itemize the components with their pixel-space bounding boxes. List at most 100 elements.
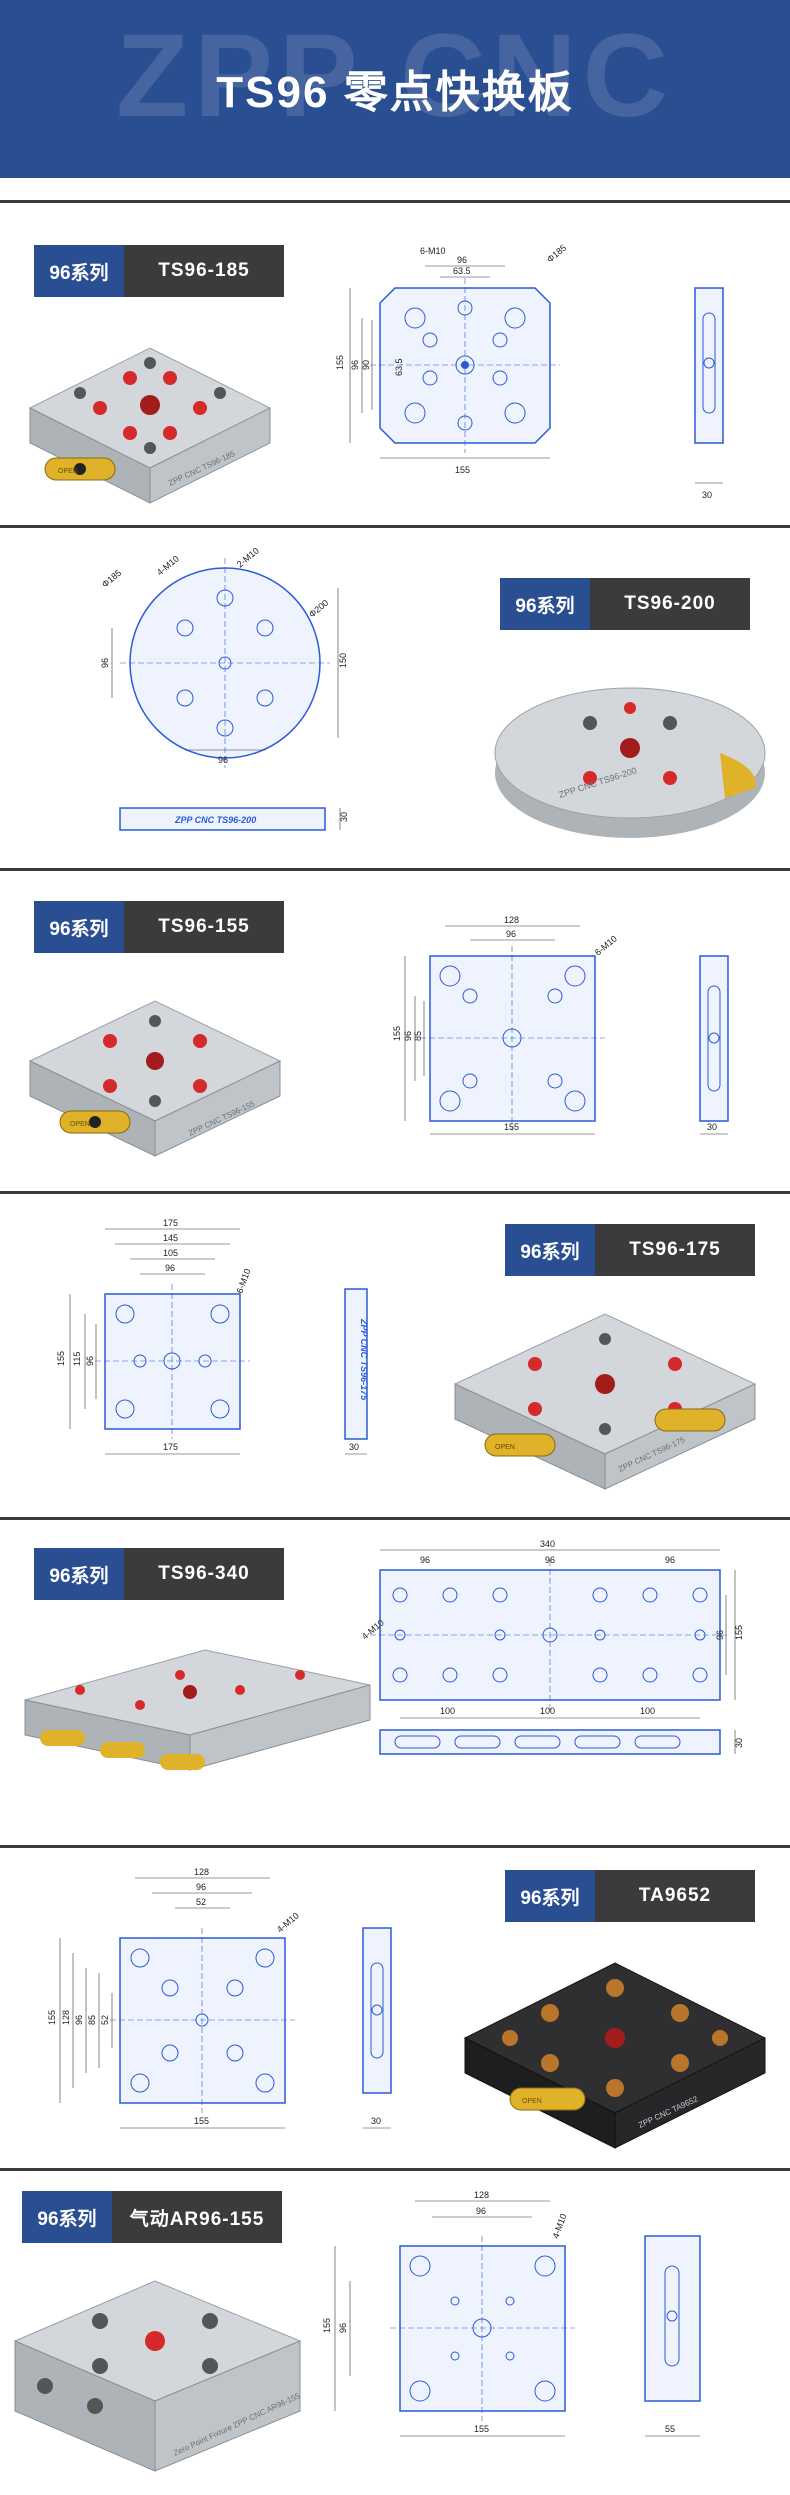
dim-52-h: 52 [196, 1897, 206, 1907]
product-image-ts96-155: OPEN ZPP CNC TS96-155 [28, 1000, 282, 1157]
dim-155-v: 155 [734, 1625, 744, 1640]
section-divider [0, 1845, 790, 1848]
dim-thread: 4-M10 [275, 1910, 301, 1934]
dim-85-v: 85 [87, 2015, 97, 2025]
model-label: 气动AR96-155 [112, 2191, 282, 2243]
section-divider [0, 525, 790, 528]
dim-155-h: 155 [474, 2424, 489, 2434]
product-image-ta9652: OPEN ZPP CNC TA9652 [463, 1962, 767, 2149]
model-badge: 96系列 TS96-155 [34, 901, 284, 953]
model-label: TS96-155 [124, 901, 284, 953]
series-label: 96系列 [34, 245, 124, 297]
dim-96-v: 96 [338, 2323, 348, 2333]
side-engraving: ZPP CNC TS96-175 [359, 1318, 369, 1401]
open-label: OPEN [522, 2098, 542, 2105]
model-label: TS96-185 [124, 245, 284, 297]
section-divider [0, 868, 790, 871]
dim-128-v: 128 [61, 2010, 71, 2025]
open-label: OPEN [58, 468, 78, 475]
dim-96-v: 96 [403, 1031, 413, 1041]
dim-145: 145 [163, 1233, 178, 1243]
product-image-ts96-340 [24, 1649, 371, 1771]
product-image-ar96-155: Zero Point Fixture ZPP CNC AR96-155 [13, 2280, 302, 2472]
dim-96-v: 96 [715, 1630, 725, 1640]
side-view-drawing-ar96-155: 55 [644, 2235, 701, 2437]
dim-phi-200: Φ200 [307, 598, 330, 620]
section-divider [0, 1517, 790, 1520]
dim-155-h: 155 [194, 2116, 209, 2126]
model-badge: 96系列 TS96-340 [34, 1548, 284, 1600]
dim-128: 128 [504, 915, 519, 925]
side-engraving: ZPP CNC TS96-200 [174, 815, 256, 825]
dim-340: 340 [540, 1539, 555, 1549]
series-label: 96系列 [500, 578, 590, 630]
top-view-drawing-ts96-155: 128 96 6-M10 155 96 85 155 [392, 915, 619, 1135]
dim-thickness: 30 [339, 812, 349, 822]
dim-diameter: Φ185 [545, 243, 568, 265]
dim-115-v: 115 [72, 1352, 82, 1366]
model-label: TS96-175 [595, 1224, 755, 1276]
dim-96-v: 96 [74, 2015, 84, 2025]
dim-175-top: 175 [163, 1218, 178, 1228]
model-badge: 96系列 TS96-175 [505, 1224, 755, 1276]
side-view-drawing-ts96-175: ZPP CNC TS96-175 30 [344, 1288, 369, 1455]
dim-thread: 6-M10 [593, 933, 619, 957]
dim-96-v: 96 [350, 360, 360, 370]
page-title: TS96 零点快换板 [216, 68, 574, 117]
dim-63-5-v: 63.5 [394, 358, 404, 376]
dim-thread: 4-M10 [550, 2212, 568, 2239]
dim-155-v: 155 [322, 2318, 332, 2333]
dim-4-thread: 4-M10 [155, 553, 181, 577]
section-divider [0, 2168, 790, 2171]
series-label: 96系列 [34, 901, 124, 953]
dim-96-a: 96 [420, 1555, 430, 1565]
section-ts96-175: 96系列 TS96-175 175 145 105 96 6-M10 155 1… [0, 1194, 790, 1517]
dim-thickness: 30 [371, 2116, 381, 2126]
open-label: OPEN [495, 1444, 515, 1451]
model-label: TS96-340 [124, 1548, 284, 1600]
dim-90-v: 90 [361, 360, 371, 370]
dim-96-v: 96 [100, 658, 110, 668]
series-label: 96系列 [22, 2191, 112, 2243]
top-view-drawing-ts96-175: 175 145 105 96 6-M10 155 115 96 175 [56, 1218, 253, 1455]
dim-thickness: 30 [702, 490, 712, 500]
dim-thread: 6-M10 [234, 1267, 252, 1294]
model-badge: 96系列 气动AR96-155 [22, 2191, 282, 2243]
dim-thickness: 30 [734, 1738, 744, 1748]
section-ts96-200: 96系列 TS96-200 4-M10 2-M10 Φ185 Φ200 96 1… [0, 528, 790, 868]
dim-150-v: 150 [338, 653, 348, 668]
dim-96-h: 96 [196, 1882, 206, 1892]
section-ta9652: 96系列 TA9652 128 96 52 4-M10 155 128 96 8… [0, 1848, 790, 2168]
dim-96-v: 96 [85, 1356, 95, 1366]
dim-2-thread: 2-M10 [235, 545, 261, 569]
dim-thickness: 30 [349, 1442, 359, 1452]
model-label: TA9652 [595, 1870, 755, 1922]
product-image-ts96-200: ZPP CNC TS96-200 [494, 687, 766, 838]
dim-100-c: 100 [640, 1706, 655, 1716]
series-label: 96系列 [505, 1224, 595, 1276]
dim-100-b: 100 [540, 1706, 555, 1716]
model-badge: 96系列 TS96-200 [500, 578, 750, 630]
dim-96-c: 96 [665, 1555, 675, 1565]
dim-96-h: 96 [506, 929, 516, 939]
dim-96-h: 96 [165, 1263, 175, 1273]
dim-63-5: 63.5 [453, 266, 471, 276]
dim-85-v: 85 [413, 1031, 423, 1041]
section-divider [0, 1191, 790, 1194]
section-divider [0, 200, 790, 203]
section-ts96-155: 96系列 TS96-155 OPEN ZPP CNC TS96-155 128 … [0, 871, 790, 1191]
dim-thickness: 30 [707, 1122, 717, 1132]
series-label: 96系列 [34, 1548, 124, 1600]
top-view-drawing-ts96-340: 340 96 96 96 4-M10 155 96 100 100 100 30 [360, 1539, 744, 1755]
side-view-drawing-ts96-185: 30 [694, 287, 724, 500]
dim-155-v: 155 [392, 1026, 402, 1041]
dim-52-v: 52 [100, 2015, 110, 2025]
dim-96-h: 96 [476, 2206, 486, 2216]
top-view-drawing-ts96-200: 4-M10 2-M10 Φ185 Φ200 96 150 96 [100, 545, 348, 768]
product-image-ts96-185: OPEN ZPP CNC TS96-185 [28, 347, 272, 504]
model-badge: 96系列 TS96-185 [34, 245, 284, 297]
dim-thickness: 55 [665, 2424, 675, 2434]
section-ar96-155: 96系列 气动AR96-155 Zero Point Fixture ZPP C… [0, 2171, 790, 2495]
model-badge: 96系列 TA9652 [505, 1870, 755, 1922]
dim-155-h: 155 [455, 465, 470, 475]
